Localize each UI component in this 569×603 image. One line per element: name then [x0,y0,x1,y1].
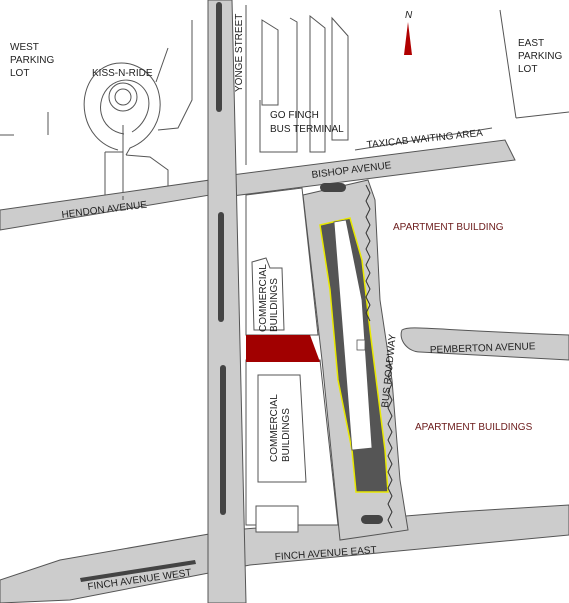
apartment-buildings-label: APARTMENT BUILDINGS [415,422,533,433]
commercial-a-label-2: BUILDINGS [269,278,280,332]
kiss-n-ride-loop [83,20,193,200]
taxicab-waiting-area [354,127,493,151]
commercial-b-label-2: BUILDINGS [281,408,292,462]
west-parking-label-2: PARKING [10,55,54,66]
small-building [255,505,299,533]
block-lines [122,5,247,200]
east-parking-label-3: LOT [518,64,537,75]
bishop-median [320,183,346,192]
yonge-median-north [216,2,222,112]
commercial-buildings-a [251,257,285,331]
medians [80,2,383,582]
yonge-street-label: YONGE STREET [234,14,245,92]
commercial-block [245,187,339,533]
commercial-b-label-1: COMMERCIAL [269,394,280,462]
apartment-building-label: APARTMENT BUILDING [393,222,504,233]
pemberton-avenue [400,327,569,361]
commercial-buildings-b [257,374,307,483]
commercial-a-label-1: COMMERCIAL [258,264,269,332]
bus-platform [319,217,389,493]
property-lines [365,184,393,529]
go-finch-label-1: GO FINCH [270,110,319,121]
north-arrow-icon: N [404,10,413,55]
finch-median-west [80,560,196,582]
go-finch-label-2: BUS TERMINAL [270,124,344,135]
north-label: N [405,10,413,21]
kiss-n-ride-label: KISS-N-RIDE [92,68,153,79]
east-parking-label-2: PARKING [518,51,562,62]
west-parking-lot [0,112,49,136]
west-parking-label-3: LOT [10,68,29,79]
go-finch-terminal [259,14,349,153]
finch-median-east [361,515,383,524]
west-parking-label-1: WEST [10,42,39,53]
yonge-median-south [220,365,226,515]
highlight-passage [246,335,320,362]
east-parking-lot [499,9,569,119]
pemberton-avenue-label: PEMBERTON AVENUE [430,341,536,356]
yonge-street [207,0,247,603]
yonge-median-middle [218,212,224,322]
east-parking-label-1: EAST [518,38,544,49]
